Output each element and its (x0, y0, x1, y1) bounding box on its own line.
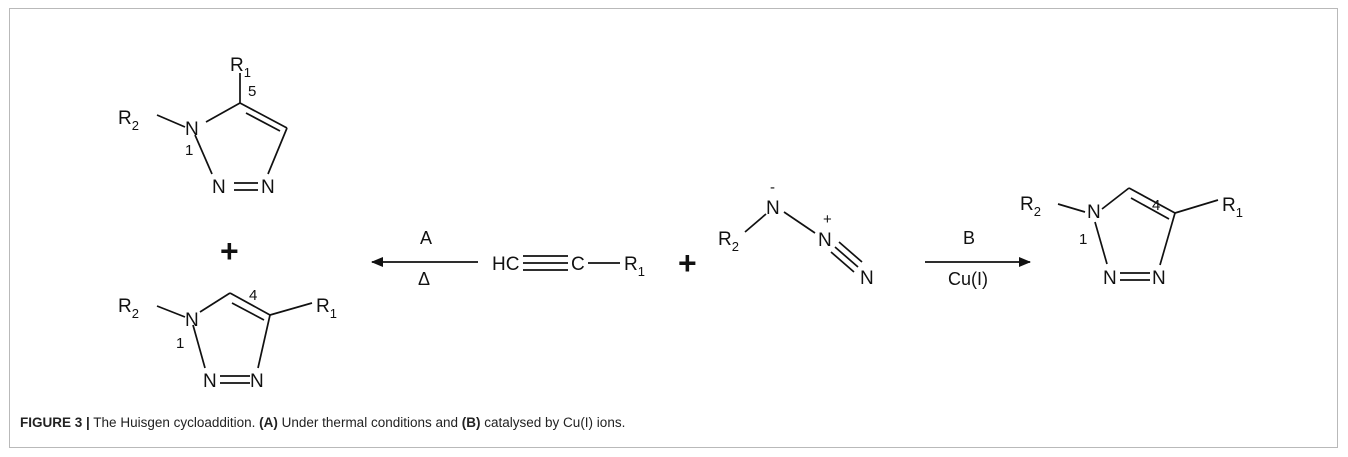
n1-atom: N (1087, 202, 1101, 223)
n-gamma-atom: N (860, 268, 874, 289)
positive-charge: + (823, 211, 832, 228)
r1-label: R1 (1222, 195, 1243, 220)
n1-atom: N (185, 310, 199, 331)
arrow-a-thermal: A Δ (371, 228, 478, 289)
plus-sign-reactants: + (678, 245, 697, 281)
c-atom: C (571, 254, 585, 275)
arrow-b-copper: B Cu(I) (925, 228, 1031, 289)
position-5-label: 5 (248, 83, 256, 100)
figure-caption: FIGURE 3 | The Huisgen cycloaddition. (A… (20, 415, 1320, 430)
position-1-label: 1 (185, 142, 193, 159)
n3-atom: N (250, 371, 264, 392)
n1-atom: N (185, 119, 199, 140)
condition-a-label: A (420, 228, 432, 248)
caption-figure-number: FIGURE 3 | (20, 415, 90, 430)
caption-text-1: The Huisgen cycloaddition. (89, 415, 260, 430)
n2-atom: N (212, 177, 226, 198)
r2-label: R2 (1020, 194, 1041, 219)
position-1-label: 1 (1079, 231, 1087, 248)
n2-atom: N (203, 371, 217, 392)
triazole-1-4-product-thermal: R2 N N N R1 4 1 (118, 287, 337, 392)
plus-sign-products: + (220, 233, 239, 269)
r2-label: R2 (718, 229, 739, 254)
condition-b-catalyst: Cu(I) (948, 269, 988, 289)
n-beta-atom: N (818, 230, 832, 251)
r1-label: R1 (230, 55, 251, 80)
caption-text-2: Under thermal conditions and (277, 415, 462, 430)
triazole-1-5-product: R1 R2 N N N 5 1 (118, 55, 288, 198)
r1-label: R1 (316, 296, 337, 321)
caption-label-a: (A) (259, 415, 278, 430)
figure-frame (9, 8, 1338, 448)
n3-atom: N (261, 177, 275, 198)
negative-charge: - (770, 179, 775, 196)
position-4-label: 4 (1152, 197, 1160, 214)
condition-b-label: B (963, 228, 975, 248)
n3-atom: N (1152, 268, 1166, 289)
organic-azide: R2 N - N + N (718, 179, 874, 289)
r2-label: R2 (118, 108, 139, 133)
n-alpha-atom: N (766, 198, 780, 219)
condition-a-heat: Δ (418, 269, 430, 289)
caption-label-b: (B) (461, 415, 481, 430)
n2-atom: N (1103, 268, 1117, 289)
position-4-label: 4 (249, 287, 257, 304)
triazole-1-4-product-copper: R2 N R1 N N 4 1 (1020, 187, 1243, 289)
hc-atom: HC (492, 254, 519, 275)
position-1-label: 1 (176, 335, 184, 352)
r1-label: R1 (624, 254, 645, 279)
terminal-alkyne: HC C R1 (492, 254, 645, 279)
r2-label: R2 (118, 296, 139, 321)
caption-text-3: catalysed by Cu(I) ions. (480, 415, 626, 430)
